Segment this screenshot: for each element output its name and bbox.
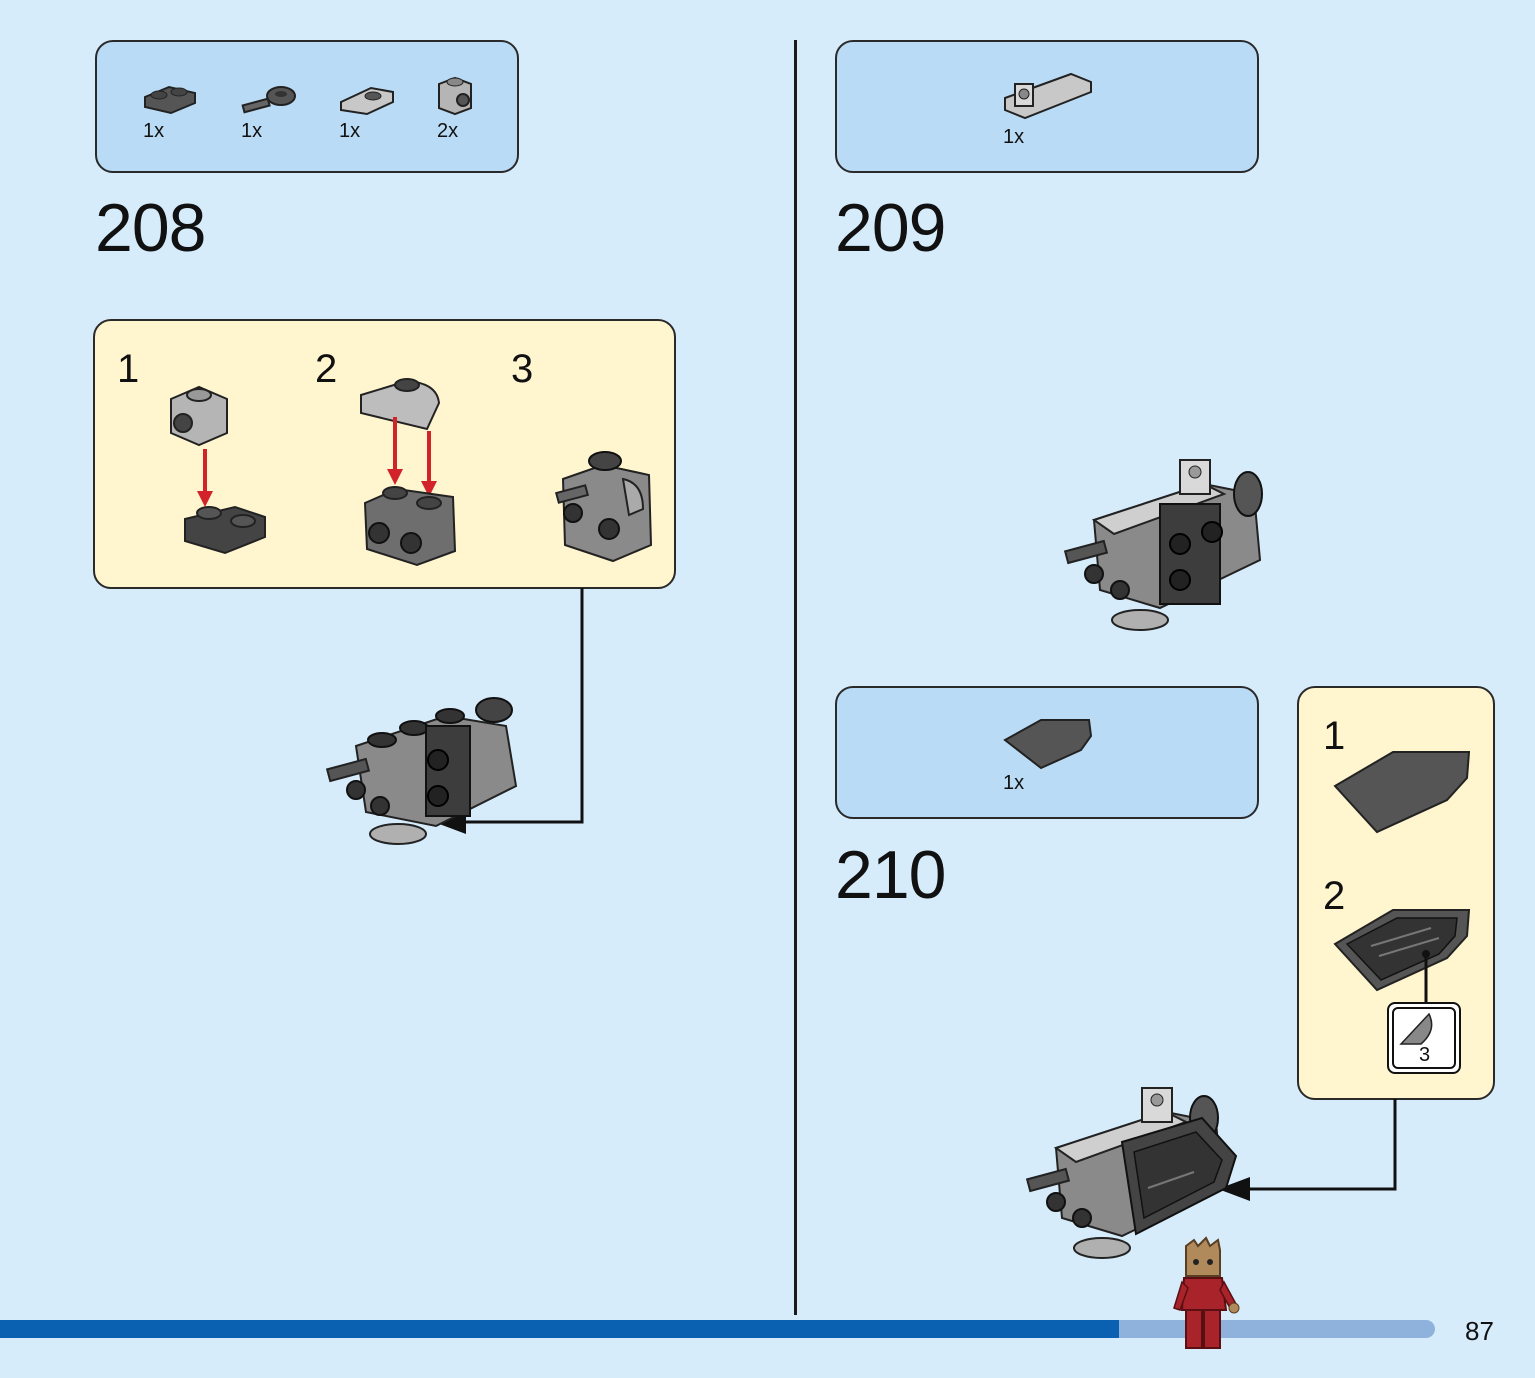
sticker-number: 3: [1419, 1044, 1431, 1066]
substep-number: 2: [1323, 874, 1346, 918]
step-number: 209: [835, 190, 946, 266]
clip-plate-icon: [1004, 72, 1092, 120]
subassembly-box-208: 1 2 3: [93, 319, 676, 589]
part-qty: 1x: [241, 120, 263, 142]
substep-3-illustration: [554, 451, 653, 563]
sticker-pointer: [1422, 950, 1430, 1008]
minifigure-icon: [1173, 1236, 1240, 1349]
progress-bar-fill: [0, 1320, 1120, 1338]
bar-holder-clip-icon: [241, 86, 296, 114]
sticker-callout: 3: [1387, 1002, 1461, 1074]
callout-connector-210: [1218, 1099, 1397, 1201]
assembly-208-illustration: [325, 697, 518, 845]
substep-number: 3: [511, 347, 534, 391]
brick-with-stud-side-icon: [438, 76, 472, 116]
parts-list-210: 1x: [835, 686, 1259, 819]
subassembly-box-210: 1 2 3: [1297, 686, 1495, 1100]
substep-1-illustration: [170, 385, 266, 555]
part-qty: 1x: [339, 120, 361, 142]
substep-number: 2: [315, 347, 338, 391]
part-qty: 1x: [143, 120, 165, 142]
step-number: 208: [95, 190, 206, 266]
assembly-210-illustration: [1025, 1087, 1238, 1259]
page-number: 87: [1465, 1316, 1494, 1346]
substep-number: 1: [117, 347, 140, 391]
parts-list-208: 1x 1x 1x 2x: [95, 40, 519, 173]
part-qty: 1x: [1003, 772, 1025, 794]
substep-1-illustration: [1333, 751, 1471, 834]
parts-list-209: 1x: [835, 40, 1259, 173]
curved-plate-icon: [340, 86, 394, 116]
part-qty: 2x: [437, 120, 459, 142]
substep-number: 1: [1323, 714, 1346, 758]
assembly-209-illustration: [1063, 459, 1263, 631]
wedge-tile-icon: [1003, 719, 1093, 770]
substep-2-illustration: [1333, 909, 1471, 992]
part-qty: 1x: [1003, 126, 1025, 148]
sticker-icon: [1399, 1012, 1433, 1045]
step-number: 210: [835, 837, 946, 913]
substep-2-illustration: [360, 378, 457, 567]
dark-plate-1x2-icon: [144, 85, 196, 115]
progress-bar: [0, 1320, 1435, 1338]
page-divider: [794, 40, 797, 1315]
